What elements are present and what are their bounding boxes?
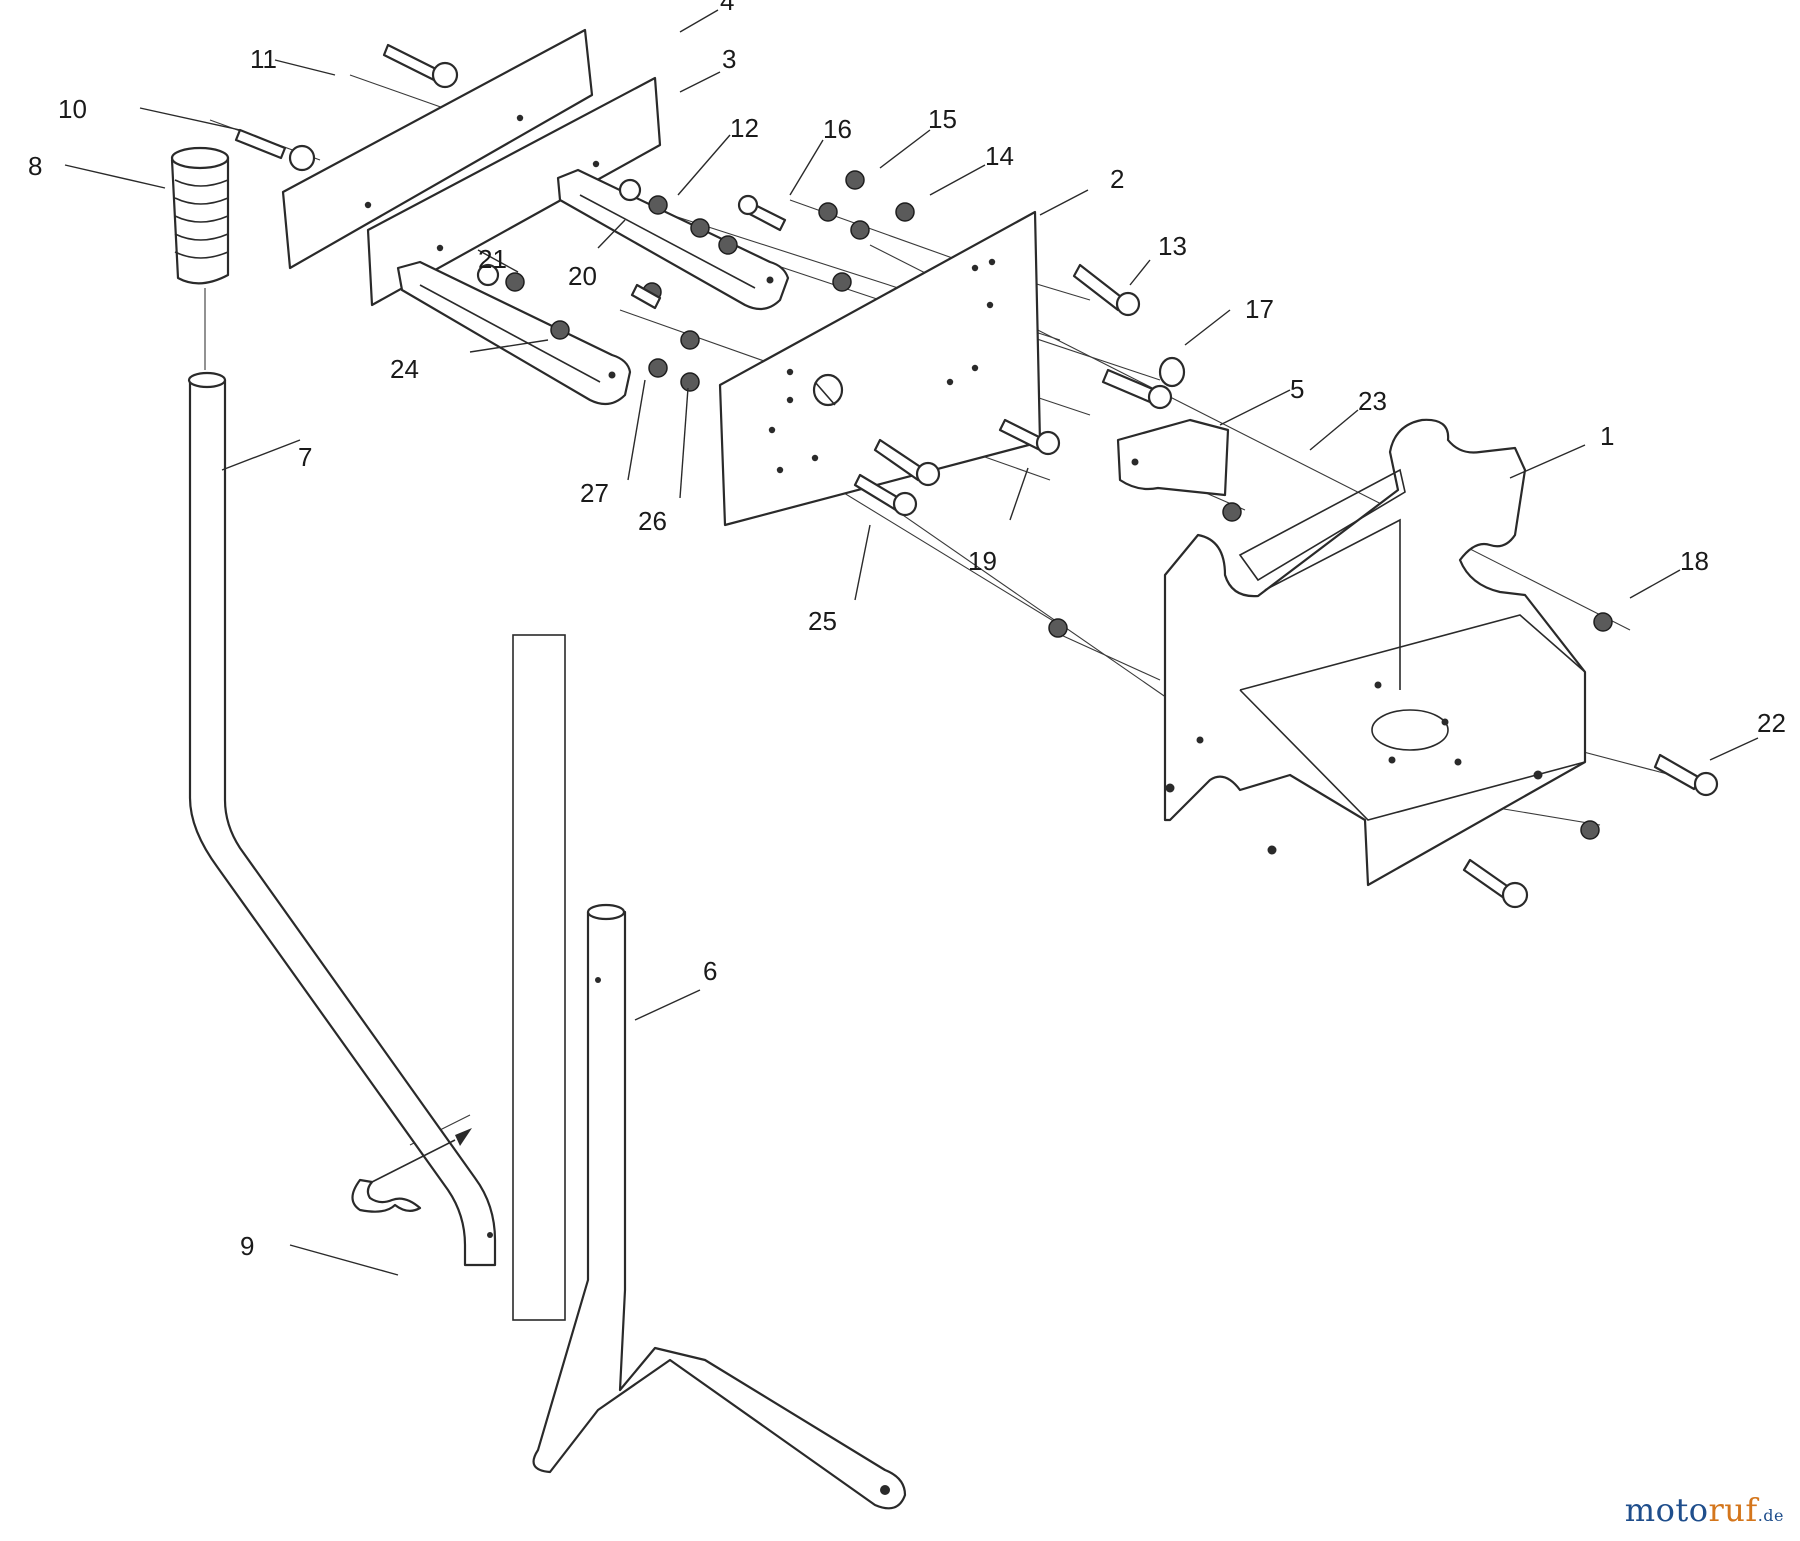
part-24-lower-bracket [396, 260, 632, 406]
part-2-main-plate [718, 210, 1042, 527]
callout-20: 20 [568, 261, 597, 291]
callout-19: 19 [968, 546, 997, 576]
callout-9: 9 [240, 1231, 254, 1261]
watermark-logo: motoruf.de [1625, 1491, 1784, 1529]
callout-15: 15 [928, 104, 957, 134]
watermark-part-c: .de [1757, 1506, 1784, 1525]
part-3-plate [366, 76, 662, 307]
watermark-part-b: ruf [1708, 1491, 1758, 1529]
part-8-grip [170, 146, 230, 285]
callout-2: 2 [1110, 164, 1124, 194]
callout-6: 6 [703, 956, 717, 986]
part-7-handle-tube [187, 371, 497, 1267]
callout-17: 17 [1245, 294, 1274, 324]
callout-16: 16 [823, 114, 852, 144]
callout-3: 3 [722, 44, 736, 74]
nuts-and-washers [476, 170, 1613, 840]
callout-26: 26 [638, 506, 667, 536]
callout-18: 18 [1680, 546, 1709, 576]
callout-13: 13 [1158, 231, 1187, 261]
callout-4: 4 [720, 0, 734, 16]
bolts [234, 43, 1719, 909]
callout-10: 10 [58, 94, 87, 124]
callout-25: 25 [808, 606, 837, 636]
leader-lines [64, 9, 1759, 1276]
callout-12: 12 [730, 113, 759, 143]
watermark-part-a: moto [1624, 1491, 1709, 1529]
callout-7: 7 [298, 442, 312, 472]
callout-23: 23 [1358, 386, 1387, 416]
part-4-top-plate [281, 28, 594, 270]
part-5-small-bracket [1116, 418, 1230, 497]
callout-14: 14 [985, 141, 1014, 171]
callout-1: 1 [1600, 421, 1614, 451]
callout-21: 21 [478, 244, 507, 274]
callout-8: 8 [28, 151, 42, 181]
callout-22: 22 [1757, 708, 1786, 738]
part-1-frame [1163, 418, 1587, 887]
part-6-lower-handle [512, 634, 907, 1510]
callout-11: 11 [250, 44, 277, 74]
callout-numbers: 1 2 3 4 5 6 7 8 9 10 11 12 13 14 15 16 1… [28, 0, 1786, 1261]
part-20-upper-bracket [556, 168, 790, 311]
callout-24: 24 [390, 354, 419, 384]
part-9-hitch-pin [351, 1128, 472, 1213]
callout-27: 27 [580, 478, 609, 508]
callout-5: 5 [1290, 374, 1304, 404]
